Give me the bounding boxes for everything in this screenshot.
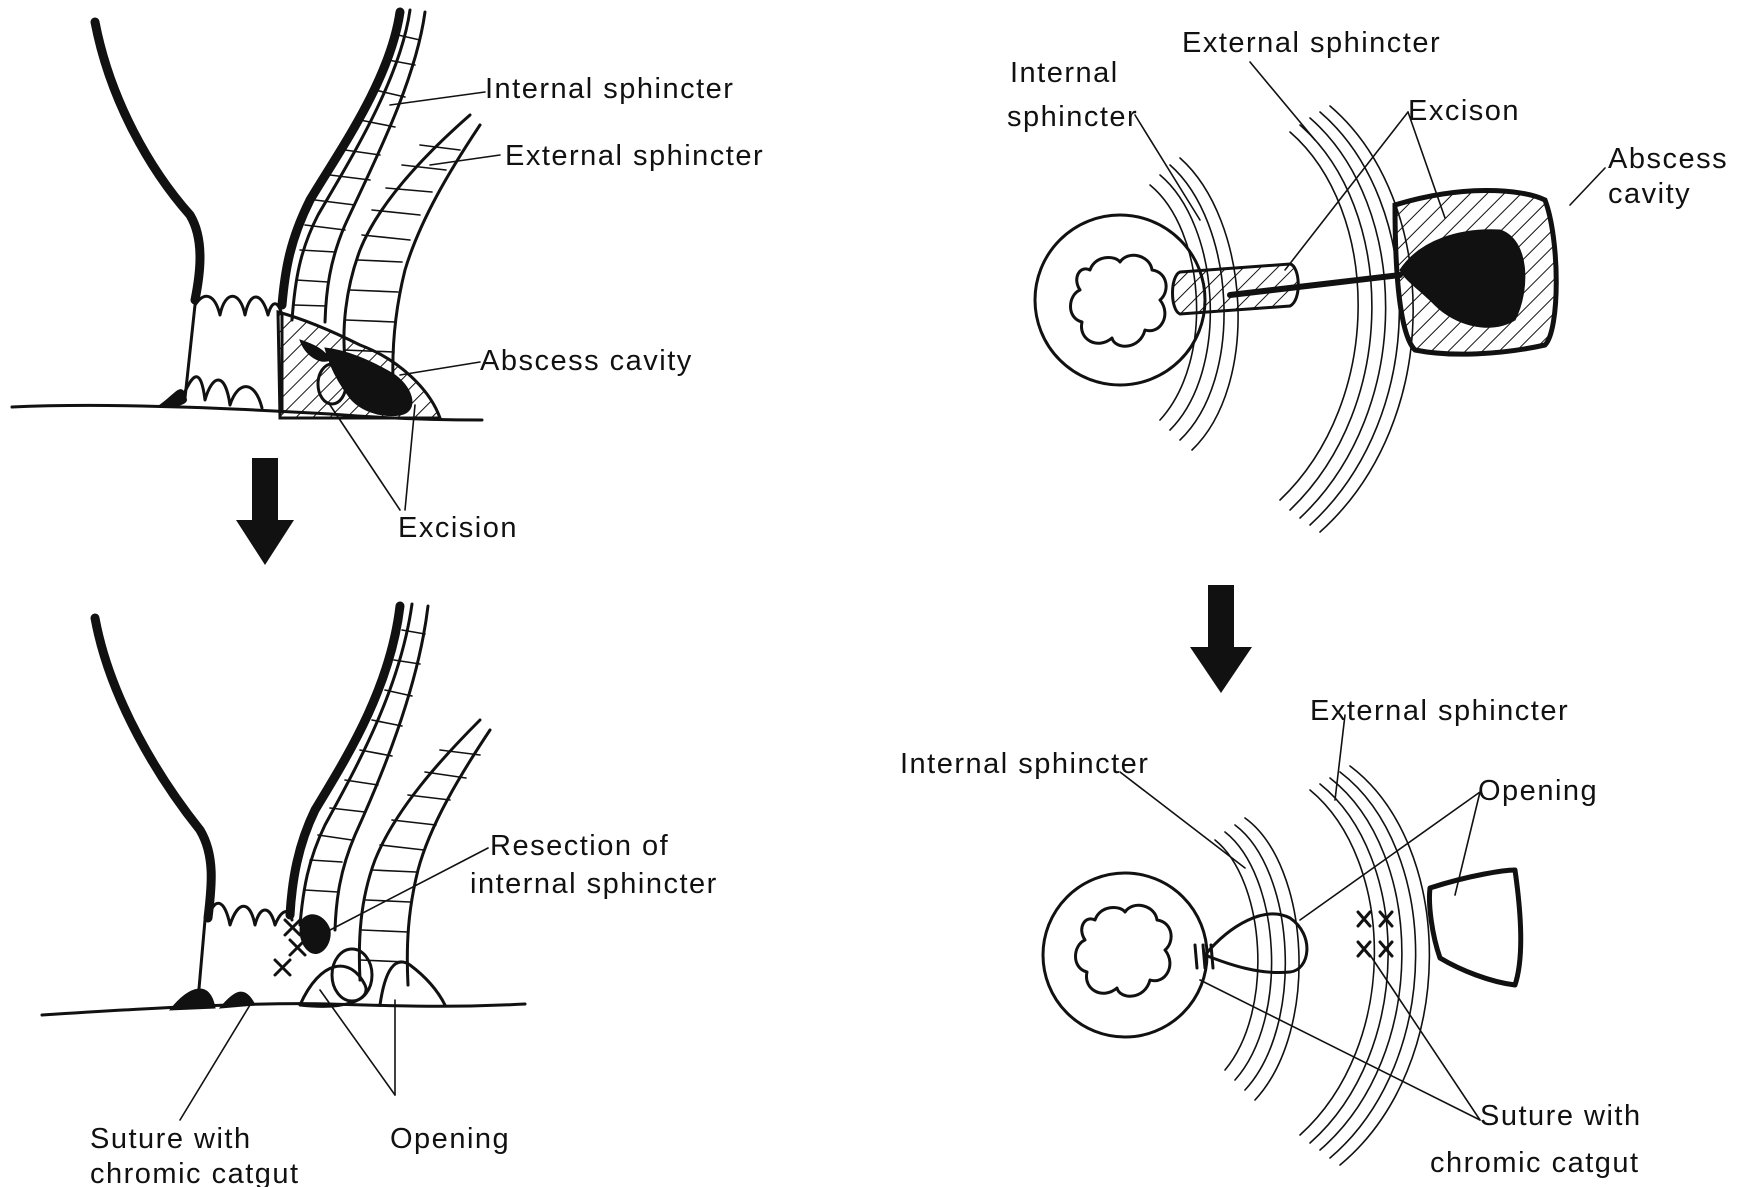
label-suture-line2: chromic catgut — [1430, 1147, 1640, 1179]
opening-loop — [1205, 914, 1307, 973]
label-resection-line1: Resection of — [490, 830, 669, 862]
label-external-sphincter: External sphincter — [1182, 27, 1441, 59]
panel-bottom-left: Resection of internal sphincter Suture w… — [42, 604, 718, 1187]
internal-sphincter-arcs — [1215, 818, 1299, 1100]
resection-area — [300, 915, 330, 954]
skin-line — [42, 1004, 525, 1015]
label-suture-line1: Suture with — [90, 1123, 252, 1155]
label-abscess-cavity: Abscess cavity — [480, 345, 693, 377]
rectal-wall-left — [95, 22, 200, 300]
label-opening: Opening — [390, 1123, 510, 1155]
label-suture-line2: chromic catgut — [90, 1158, 300, 1187]
anal-lumen-folds — [182, 377, 262, 408]
label-internal-sphincter: Internal sphincter — [900, 748, 1149, 780]
label-abscess-line2: cavity — [1608, 178, 1691, 210]
panel-top-left: Internal sphincter External sphincter Ab… — [12, 10, 764, 544]
label-suture-line1: Suture with — [1480, 1100, 1642, 1132]
label-external-sphincter: External sphincter — [1310, 695, 1569, 727]
label-opening: Opening — [1478, 775, 1598, 807]
label-internal-line1: Internal — [1010, 57, 1119, 89]
external-sphincter-arcs — [1280, 106, 1413, 532]
anal-lumen — [1071, 255, 1167, 346]
label-abscess-line1: Abscess — [1608, 143, 1728, 175]
label-excision: Excison — [1408, 95, 1520, 127]
panel-bottom-right: Internal sphincter External sphincter Op… — [900, 695, 1642, 1179]
label-internal-sphincter: Internal sphincter — [485, 73, 734, 105]
rectal-wall-right — [290, 606, 400, 915]
external-sphincter-arcs — [1300, 766, 1429, 1165]
arrow-down-left — [236, 458, 294, 565]
rectal-wall-left — [95, 618, 211, 918]
label-excision: Excision — [398, 512, 518, 544]
panel-top-right: Internal sphincter External sphincter Ex… — [1007, 27, 1728, 532]
opening-box — [1429, 870, 1520, 985]
anal-lumen — [1076, 905, 1172, 996]
anal-columns — [195, 296, 282, 315]
arrow-down-right — [1190, 585, 1252, 693]
label-resection-line2: internal sphincter — [470, 868, 718, 900]
label-internal-line2: sphincter — [1007, 101, 1138, 133]
label-external-sphincter: External sphincter — [505, 140, 764, 172]
